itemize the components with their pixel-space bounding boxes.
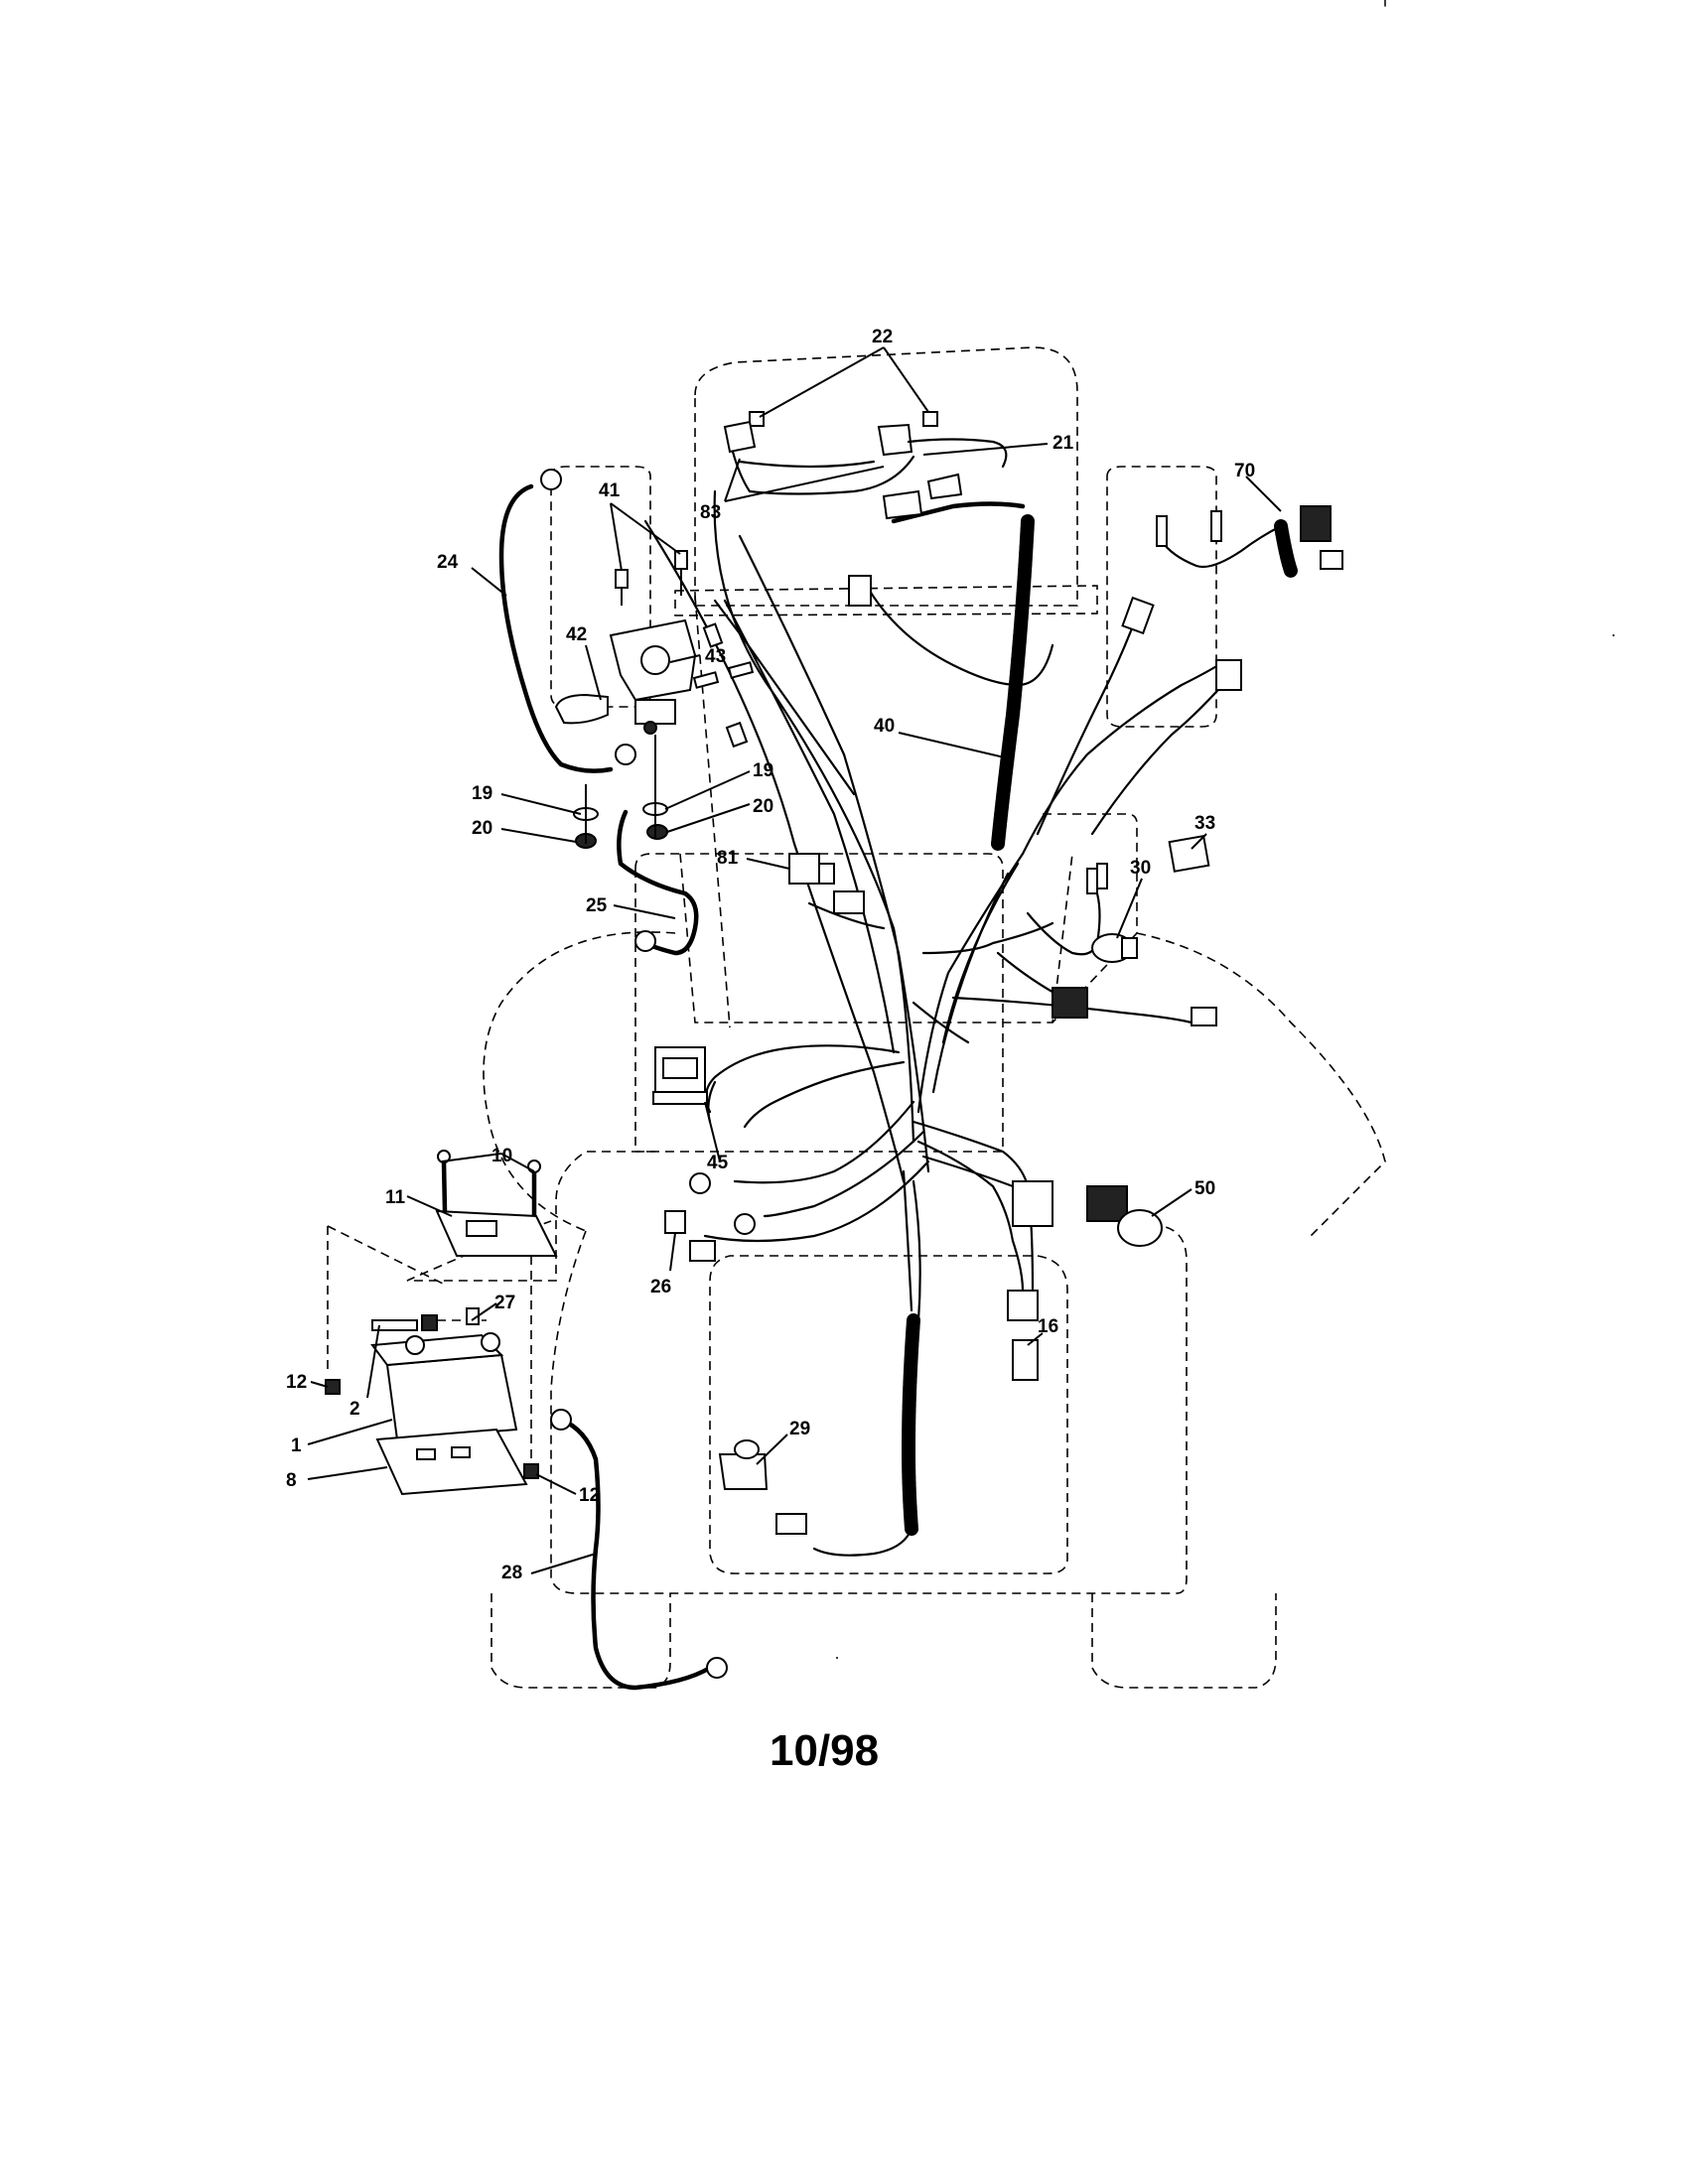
callout-19-left: 19 bbox=[472, 783, 492, 804]
callout-26: 26 bbox=[650, 1277, 671, 1297]
callout-19-right: 19 bbox=[753, 760, 773, 781]
callout-12-right: 12 bbox=[579, 1485, 600, 1506]
callout-27: 27 bbox=[494, 1293, 515, 1313]
callout-43: 43 bbox=[705, 646, 726, 667]
callout-10: 10 bbox=[491, 1146, 512, 1166]
parts bbox=[325, 411, 1343, 1679]
callout-29: 29 bbox=[789, 1419, 810, 1439]
callout-16: 16 bbox=[1038, 1316, 1058, 1337]
callout-labels: 22 21 83 70 41 24 42 43 40 19 20 19 20 8… bbox=[286, 327, 1255, 1583]
callout-70: 70 bbox=[1234, 461, 1255, 481]
wire-harness bbox=[643, 489, 1233, 1322]
callout-41: 41 bbox=[599, 480, 621, 501]
callout-33: 33 bbox=[1194, 813, 1215, 834]
callout-2: 2 bbox=[350, 1399, 360, 1420]
callout-50: 50 bbox=[1194, 1178, 1215, 1199]
coil-cable-29 bbox=[901, 1313, 920, 1536]
callout-40: 40 bbox=[874, 716, 895, 737]
callout-28: 28 bbox=[501, 1563, 522, 1583]
coil-cable-40 bbox=[991, 514, 1035, 851]
callout-83: 83 bbox=[700, 502, 721, 523]
callout-42: 42 bbox=[566, 624, 587, 645]
callout-22: 22 bbox=[872, 327, 893, 347]
callout-25: 25 bbox=[586, 895, 608, 916]
callout-1: 1 bbox=[291, 1435, 302, 1456]
callout-11: 11 bbox=[385, 1187, 406, 1208]
callout-12-left: 12 bbox=[286, 1372, 307, 1393]
coil-cable-70 bbox=[1274, 519, 1298, 578]
callout-8: 8 bbox=[286, 1470, 297, 1491]
callout-20-right: 20 bbox=[753, 796, 773, 817]
callout-leaders bbox=[307, 346, 1282, 1574]
callout-20-left: 20 bbox=[472, 818, 492, 839]
callout-21: 21 bbox=[1052, 433, 1074, 454]
date-code: 10/98 bbox=[770, 1726, 879, 1775]
callout-81: 81 bbox=[717, 848, 739, 869]
battery-cables bbox=[498, 483, 713, 1691]
callout-30: 30 bbox=[1130, 858, 1151, 879]
callout-24: 24 bbox=[437, 552, 459, 573]
callout-45: 45 bbox=[707, 1153, 729, 1173]
